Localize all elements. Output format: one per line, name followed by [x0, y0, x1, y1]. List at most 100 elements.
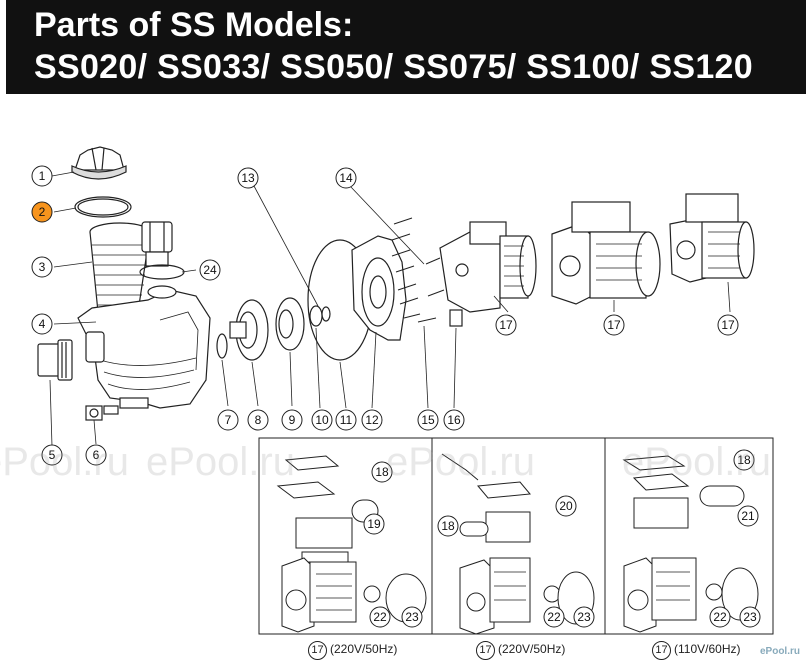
callout-16: 16 — [443, 409, 465, 431]
callout-12-label: 12 — [365, 413, 379, 427]
callout-11-circle — [335, 409, 357, 431]
callout-18-detail-3: 18 — [733, 449, 755, 471]
caption-3: 17(110V/60Hz) — [652, 641, 740, 660]
callout-17-circle — [495, 314, 517, 336]
seal-plate — [351, 235, 407, 341]
strainer-basket — [89, 222, 151, 313]
callout-19-label: 19 — [367, 517, 381, 531]
callout-23-detail-2-label: 23 — [577, 610, 591, 624]
callout-22-detail-4-label: 22 — [713, 610, 727, 624]
callout-22-detail-1-label: 22 — [547, 610, 561, 624]
callout-3: 3 — [31, 256, 53, 278]
callout-18-detail-0-label: 18 — [441, 519, 455, 533]
callout-18-detail-0: 18 — [437, 515, 459, 537]
caption-1-text: (220V/50Hz) — [330, 642, 398, 656]
callout-22-circle — [369, 606, 391, 628]
callout-5-circle — [41, 444, 63, 466]
callout-7: 7 — [217, 409, 239, 431]
callout-9: 9 — [281, 409, 303, 431]
callout-1: 1 — [31, 165, 53, 187]
callout-22-detail-1: 22 — [543, 606, 565, 628]
callout-17-motor-2-circle — [603, 314, 625, 336]
callout-13-label: 13 — [241, 171, 255, 185]
pump-lid — [71, 146, 127, 180]
callout-4: 4 — [31, 313, 53, 335]
union-o-ring — [139, 264, 185, 280]
callout-21: 21 — [737, 505, 759, 527]
callout-17-label: 17 — [499, 318, 513, 332]
callout-23-detail-5: 23 — [739, 606, 761, 628]
caption-1-callout: 17 — [308, 641, 327, 660]
callout-22-detail-4-circle — [709, 606, 731, 628]
callout-15: 15 — [417, 409, 439, 431]
callout-10: 10 — [311, 409, 333, 431]
callout-8: 8 — [247, 409, 269, 431]
motor-1 — [439, 221, 537, 313]
callout-14: 14 — [335, 167, 357, 189]
callout-15-label: 15 — [421, 413, 435, 427]
callout-9-label: 9 — [289, 413, 296, 427]
callout-5: 5 — [41, 444, 63, 466]
caption-2-text: (220V/50Hz) — [498, 642, 566, 656]
callout-21-circle — [737, 505, 759, 527]
callout-17-motor-3-label: 17 — [721, 318, 735, 332]
callout-6: 6 — [85, 444, 107, 466]
callout-10-circle — [311, 409, 333, 431]
callout-18-detail-0-circle — [437, 515, 459, 537]
caption-3-callout: 17 — [652, 641, 671, 660]
callout-10-label: 10 — [315, 413, 329, 427]
callout-1-circle — [31, 165, 53, 187]
callout-17-motor-2-label: 17 — [607, 318, 621, 332]
caption-3-text: (110V/60Hz) — [674, 642, 741, 656]
callout-6-label: 6 — [93, 448, 100, 462]
inlet-union — [37, 339, 73, 381]
callout-22-label: 22 — [373, 610, 387, 624]
callout-2-label: 2 — [39, 205, 46, 219]
caption-2-callout: 17 — [476, 641, 495, 660]
callout-23-detail-5-label: 23 — [743, 610, 757, 624]
caption-2: 17(220V/50Hz) — [476, 641, 565, 660]
callout-1-label: 1 — [39, 169, 46, 183]
callout-19: 19 — [363, 513, 385, 535]
motor-3 — [669, 193, 755, 283]
motor-clip — [449, 309, 463, 327]
callout-22-detail-1-circle — [543, 606, 565, 628]
pump-housing — [77, 285, 211, 409]
callout-11-label: 11 — [340, 413, 353, 427]
callout-19-circle — [363, 513, 385, 535]
detail-box-3 — [604, 437, 774, 635]
callout-4-circle — [31, 313, 53, 335]
callout-3-circle — [31, 256, 53, 278]
callout-23-circle — [401, 606, 423, 628]
callout-23: 23 — [401, 606, 423, 628]
impeller — [275, 297, 305, 351]
callout-2: 2 — [31, 201, 53, 223]
callout-7-circle — [217, 409, 239, 431]
callout-24-label: 24 — [203, 263, 217, 277]
callout-22: 22 — [369, 606, 391, 628]
callout-18: 18 — [371, 461, 393, 483]
callout-23-detail-2-circle — [573, 606, 595, 628]
lid-o-ring — [74, 196, 132, 218]
title-banner: Parts of SS Models: SS020/ SS033/ SS050/… — [6, 0, 806, 94]
callout-13-circle — [237, 167, 259, 189]
diffuser — [229, 299, 269, 361]
callout-23-detail-2: 23 — [573, 606, 595, 628]
callout-11: 11 — [335, 409, 357, 431]
union-fitting — [141, 221, 173, 267]
title-line-2: SS020/ SS033/ SS050/ SS075/ SS100/ SS120 — [34, 48, 753, 86]
corner-logo: ePool.ru — [759, 646, 800, 657]
callout-14-circle — [335, 167, 357, 189]
callout-18-detail-3-label: 18 — [737, 453, 751, 467]
callout-3-label: 3 — [39, 260, 46, 274]
diffuser-o-ring — [216, 333, 228, 359]
detail-3-motor — [622, 455, 759, 633]
callout-20-circle — [555, 495, 577, 517]
callout-14-label: 14 — [339, 171, 353, 185]
callout-23-detail-5-circle — [739, 606, 761, 628]
callout-17-motor-2: 17 — [603, 314, 625, 336]
motor-2 — [551, 201, 661, 305]
callout-17: 17 — [495, 314, 517, 336]
